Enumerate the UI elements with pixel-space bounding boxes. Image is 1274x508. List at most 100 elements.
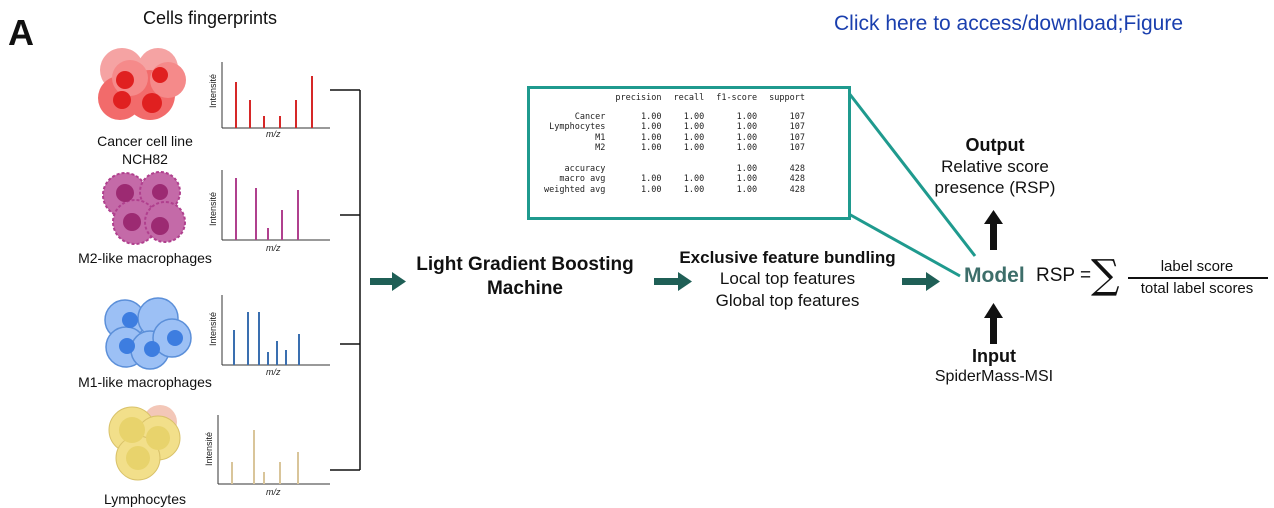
spectrum-cancer (221, 62, 330, 129)
classification-report: precision recall f1-score support Cancer… (527, 86, 851, 220)
cell-label-cancer: Cancer cell line NCH82 (55, 132, 235, 168)
report-cell: 1.00 (641, 111, 662, 122)
report-cell: 1.00 (736, 174, 758, 185)
spectrum-y-label: Intensité (208, 191, 218, 226)
formula-denominator: total label scores (1140, 280, 1254, 297)
report-row: M2 1.00 1.00 1.00 107 (538, 143, 811, 154)
report-cell: 107 (789, 132, 805, 143)
efb-global-features: Global top features (715, 291, 860, 310)
arrow-to-lgbm (370, 272, 406, 291)
report-cell: 1.00 (683, 143, 705, 154)
report-cell: M1 (595, 132, 606, 143)
report-row: Cancer 1.00 1.00 1.00 107 (538, 112, 811, 123)
cancer-cell-illustration (98, 48, 186, 120)
efb-step: Exclusive feature bundling Local top fea… (670, 247, 905, 312)
report-row: M1 1.00 1.00 1.00 107 (538, 133, 811, 144)
output-line1: Relative score (941, 157, 1049, 176)
m1-macrophage-illustration (104, 297, 192, 370)
model-label: Model (964, 264, 1025, 287)
report-cell: 1.00 (683, 132, 705, 143)
spectrum-y-label: Intensité (204, 431, 214, 466)
download-link[interactable]: Click here to access/download;Figure (834, 12, 1184, 35)
report-connector-lines (843, 87, 977, 278)
input-line1: SpiderMass-MSI (934, 368, 1054, 385)
report-cell: accuracy (564, 163, 606, 174)
report-cell: 1.00 (736, 132, 758, 143)
report-cell: 428 (789, 174, 805, 185)
efb-title: Exclusive feature bundling (679, 248, 896, 267)
m2-macrophage-illustration (102, 171, 186, 245)
report-cell: 1.00 (736, 143, 758, 154)
spectrum-x-label: m/z (266, 487, 281, 497)
report-row: macro avg 1.00 1.00 1.00 428 (538, 174, 811, 185)
report-row: Lymphocytes 1.00 1.00 1.00 107 (538, 122, 811, 133)
report-header: precision (615, 93, 662, 104)
report-cell: 1.00 (736, 111, 758, 122)
output-title: Output (965, 135, 1025, 155)
cell-label-cancer-line1: Cancer cell line (97, 133, 193, 149)
report-header: f1-score (716, 93, 758, 104)
fraction-bar (1128, 277, 1268, 279)
spectrum-x-label: m/z (266, 243, 281, 253)
formula-numerator: label score (1160, 258, 1234, 275)
grouping-bracket (330, 89, 361, 471)
formula-lhs: RSP = (1036, 265, 1092, 286)
report-header: support (769, 93, 805, 104)
cell-label-lymphocytes: Lymphocytes (104, 491, 186, 507)
report-cell: M2 (595, 143, 606, 154)
report-cell: 1.00 (683, 174, 705, 185)
report-cell: weighted avg (544, 184, 606, 195)
sigma-symbol: ∑ (1091, 252, 1120, 298)
report-cell: 1.00 (683, 184, 705, 195)
output-block: Output Relative score presence (RSP) (920, 134, 1070, 198)
cell-label-m1: M1-like macrophages (78, 374, 212, 390)
spectrum-x-label: m/z (266, 129, 281, 139)
cell-label-cancer-line2: NCH82 (122, 151, 168, 167)
report-cell (667, 164, 710, 175)
report-row: accuracy 1.00 428 (538, 164, 811, 175)
section-title: Cells fingerprints (143, 8, 278, 28)
report-cell: Cancer (574, 111, 606, 122)
arrow-output-up (984, 210, 1003, 250)
lgbm-line1: Light Gradient Boosting (416, 254, 634, 275)
arrow-input-up (984, 303, 1003, 344)
spectrum-y-label: Intensité (208, 311, 218, 346)
report-cell: 1.00 (683, 111, 705, 122)
report-cell (609, 164, 667, 175)
report-table: precision recall f1-score support Cancer… (538, 93, 811, 195)
report-cell: 1.00 (736, 122, 758, 133)
panel-letter: A (8, 12, 34, 53)
report-header: recall (673, 93, 705, 104)
report-cell: 1.00 (641, 174, 662, 185)
report-cell: 1.00 (641, 143, 662, 154)
report-cell: 1.00 (641, 132, 662, 143)
report-cell: 428 (789, 163, 805, 174)
report-cell: 1.00 (736, 163, 758, 174)
lgbm-line2: Machine (486, 278, 564, 299)
spectrum-y-label: Intensité (208, 73, 218, 108)
input-block: Input SpiderMass-MSI (920, 345, 1068, 387)
spectrum-x-label: m/z (266, 367, 281, 377)
arrow-to-model (902, 272, 940, 291)
report-cell: 1.00 (641, 122, 662, 133)
report-cell: 1.00 (736, 184, 758, 195)
output-line2: presence (RSP) (934, 178, 1056, 197)
input-title: Input (972, 346, 1016, 366)
report-cell: 107 (789, 111, 805, 122)
lgbm-step: Light Gradient Boosting Machine (405, 253, 645, 301)
report-cell: 1.00 (641, 184, 662, 195)
report-cell: 428 (789, 184, 805, 195)
report-header-row: precision recall f1-score support (538, 93, 811, 104)
spectrum-m2 (221, 170, 330, 241)
spectrum-lymphocytes (217, 415, 330, 485)
lymphocyte-illustration (108, 405, 181, 481)
arrow-to-efb (654, 272, 692, 291)
spectrum-m1 (221, 295, 330, 366)
cell-label-m2: M2-like macrophages (78, 250, 212, 266)
report-cell: 1.00 (683, 122, 705, 133)
report-row: weighted avg 1.00 1.00 1.00 428 (538, 185, 811, 196)
report-cell: 107 (789, 122, 805, 133)
efb-local-features: Local top features (719, 269, 856, 288)
report-cell: 107 (789, 143, 805, 154)
